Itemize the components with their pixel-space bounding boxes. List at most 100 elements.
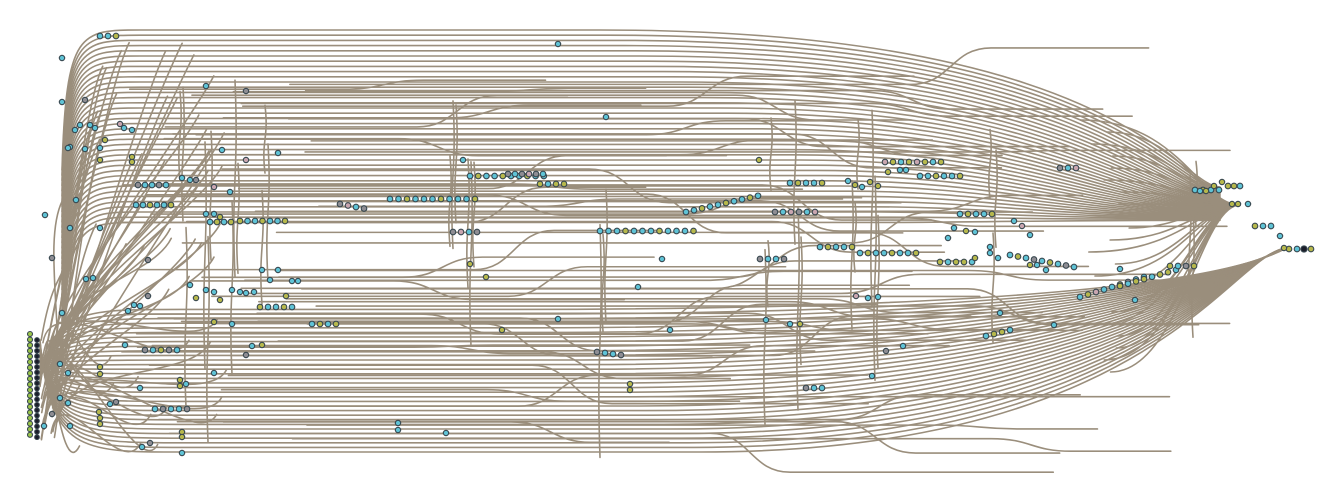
- edge-middle-flow: [289, 47, 1150, 86]
- graph-node: [144, 292, 152, 300]
- graph-node: [996, 309, 1004, 317]
- chain-node: [1190, 262, 1198, 270]
- chain-node: [787, 208, 795, 216]
- graph-node: [64, 369, 72, 377]
- edge-middle-flow: [164, 94, 569, 128]
- graph-node: [186, 176, 194, 184]
- edge-vertical-connector: [263, 104, 267, 174]
- chain-node: [491, 172, 498, 180]
- source-node: [26, 398, 34, 405]
- edge-bottom-arc: [39, 247, 1287, 412]
- edge-middle-flow: [201, 256, 655, 279]
- sink-node-final: [1300, 245, 1308, 253]
- graph-node: [394, 419, 402, 427]
- edge-middle-flow: [287, 118, 1071, 148]
- edge-middle-flow: [221, 168, 902, 204]
- edge-left-fan: [50, 414, 142, 453]
- edge-middle-flow: [141, 139, 934, 156]
- chain-node: [141, 346, 149, 354]
- chain-node: [1236, 182, 1244, 190]
- chain-node: [1215, 186, 1223, 194]
- chain-node: [1108, 283, 1116, 291]
- graph-node: [89, 274, 97, 282]
- chain-node: [104, 32, 112, 40]
- graph-node: [554, 315, 562, 323]
- edge-middle-flow: [256, 312, 1028, 341]
- chain-node: [504, 170, 512, 178]
- source-node-dark: [34, 347, 40, 354]
- source-node-dark: [34, 342, 40, 349]
- chain-node: [924, 172, 932, 180]
- chain-node: [988, 210, 996, 218]
- graph-node: [228, 286, 236, 294]
- chain-node: [429, 195, 436, 203]
- edge-top-arc: [61, 34, 1221, 189]
- graph-node: [96, 420, 104, 428]
- chain-node: [811, 208, 819, 216]
- chain-node: [446, 195, 453, 203]
- graph-node: [128, 126, 136, 134]
- graph-node: [202, 82, 210, 90]
- chain-node: [856, 249, 864, 257]
- chain-node: [236, 217, 244, 225]
- chain-node: [754, 192, 762, 200]
- chain-node: [437, 195, 445, 203]
- graph-node: [192, 294, 200, 302]
- edge-top-arc: [61, 86, 1221, 228]
- chain-node: [956, 210, 964, 218]
- graph-node: [96, 370, 104, 378]
- graph-node: [602, 113, 610, 121]
- chain-node: [622, 227, 629, 235]
- graph-node: [1018, 222, 1026, 230]
- graph-node: [986, 249, 994, 257]
- graph-node: [130, 301, 138, 309]
- chain-node: [259, 217, 266, 225]
- chain-node: [916, 172, 924, 180]
- chain-node: [1006, 326, 1014, 334]
- chain-node: [1046, 259, 1054, 266]
- source-node: [26, 364, 34, 371]
- edge-middle-flow: [240, 102, 1133, 117]
- chain-node: [213, 218, 221, 226]
- chain-node: [1022, 254, 1030, 262]
- chain-node: [896, 249, 904, 257]
- chain-node: [929, 158, 937, 166]
- graph-node: [210, 318, 218, 326]
- chain-node: [386, 195, 394, 203]
- edge-middle-flow: [304, 149, 1231, 153]
- chain-node: [308, 320, 316, 328]
- graph-node: [40, 422, 48, 430]
- graph-node: [210, 288, 218, 296]
- chain-node: [810, 179, 818, 187]
- graph-node: [138, 443, 146, 451]
- edge-vertical-connector: [769, 117, 773, 191]
- chain-node: [244, 217, 251, 225]
- chain-node: [818, 384, 826, 392]
- source-node: [26, 381, 34, 388]
- edge-top-arc: [61, 206, 1221, 348]
- chain-node: [756, 255, 764, 263]
- source-node-dark: [34, 380, 40, 387]
- chain-node: [656, 227, 663, 235]
- graph-node: [1042, 266, 1050, 274]
- graph-node: [186, 281, 194, 289]
- chain-node: [1164, 268, 1172, 276]
- chain-node: [664, 227, 672, 235]
- graph-node: [210, 210, 218, 218]
- graph-node: [1196, 187, 1204, 195]
- graph-node: [242, 87, 250, 95]
- chain-node: [706, 203, 714, 210]
- chain-node: [264, 303, 272, 311]
- edge-left-fan: [47, 65, 104, 399]
- chain-node: [539, 170, 547, 178]
- graph-node: [1026, 261, 1034, 269]
- edge-left-fan: [40, 93, 118, 440]
- source-node-dark: [34, 391, 40, 397]
- chain-node: [881, 158, 889, 166]
- edge-top-arc: [61, 164, 1221, 306]
- chain-node: [1140, 275, 1148, 283]
- edge-middle-flow: [232, 87, 647, 93]
- graph-node: [762, 316, 770, 324]
- chain-node: [165, 346, 173, 354]
- graph-node: [852, 292, 860, 300]
